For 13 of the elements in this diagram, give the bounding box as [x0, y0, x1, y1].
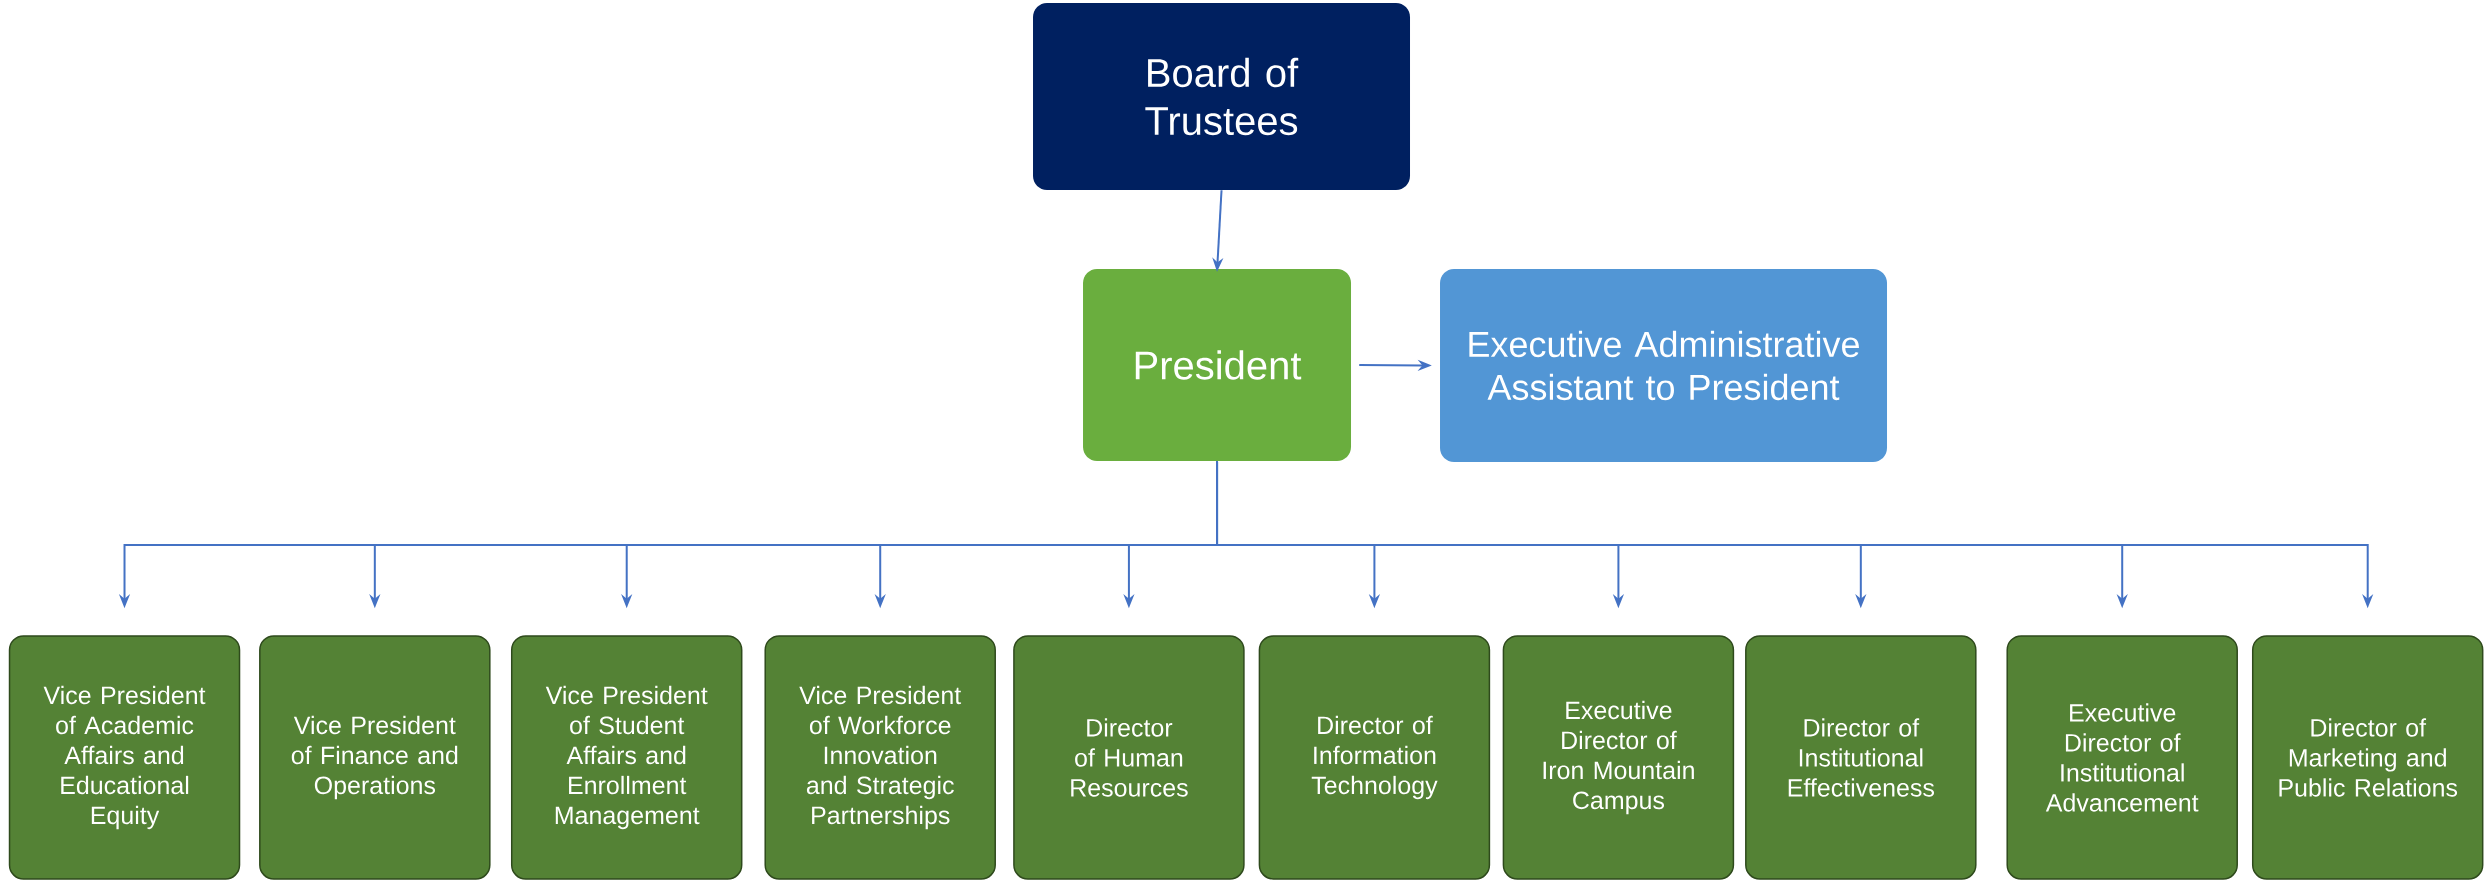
- position-box: Director of Marketing and Public Relations: [2251, 635, 2484, 880]
- position-box: Vice President of Finance and Operations: [259, 635, 491, 880]
- position-box: Executive Director of Institutional Advancement: [2006, 635, 2238, 880]
- board-box: Board of Trustees: [1033, 3, 1410, 190]
- position-box: Executive Director of Iron Mountain Campus: [1502, 635, 1735, 880]
- position-box: Vice President of Student Affairs and Enrollment Management: [510, 635, 743, 880]
- position-box: Vice President of Workforce Innovation and Strategic Partnerships: [764, 635, 996, 880]
- position-box: Director of Information Technology: [1258, 635, 1491, 880]
- position-box: Director of Human Resources: [1013, 635, 1245, 880]
- position-box: Vice President of Academic Affairs and Educational Equity: [8, 635, 241, 880]
- president-box: President: [1083, 269, 1351, 461]
- position-box: Director of Institutional Effectiveness: [1745, 635, 1977, 880]
- assistant-box: Executive Administrative Assistant to President: [1440, 269, 1887, 462]
